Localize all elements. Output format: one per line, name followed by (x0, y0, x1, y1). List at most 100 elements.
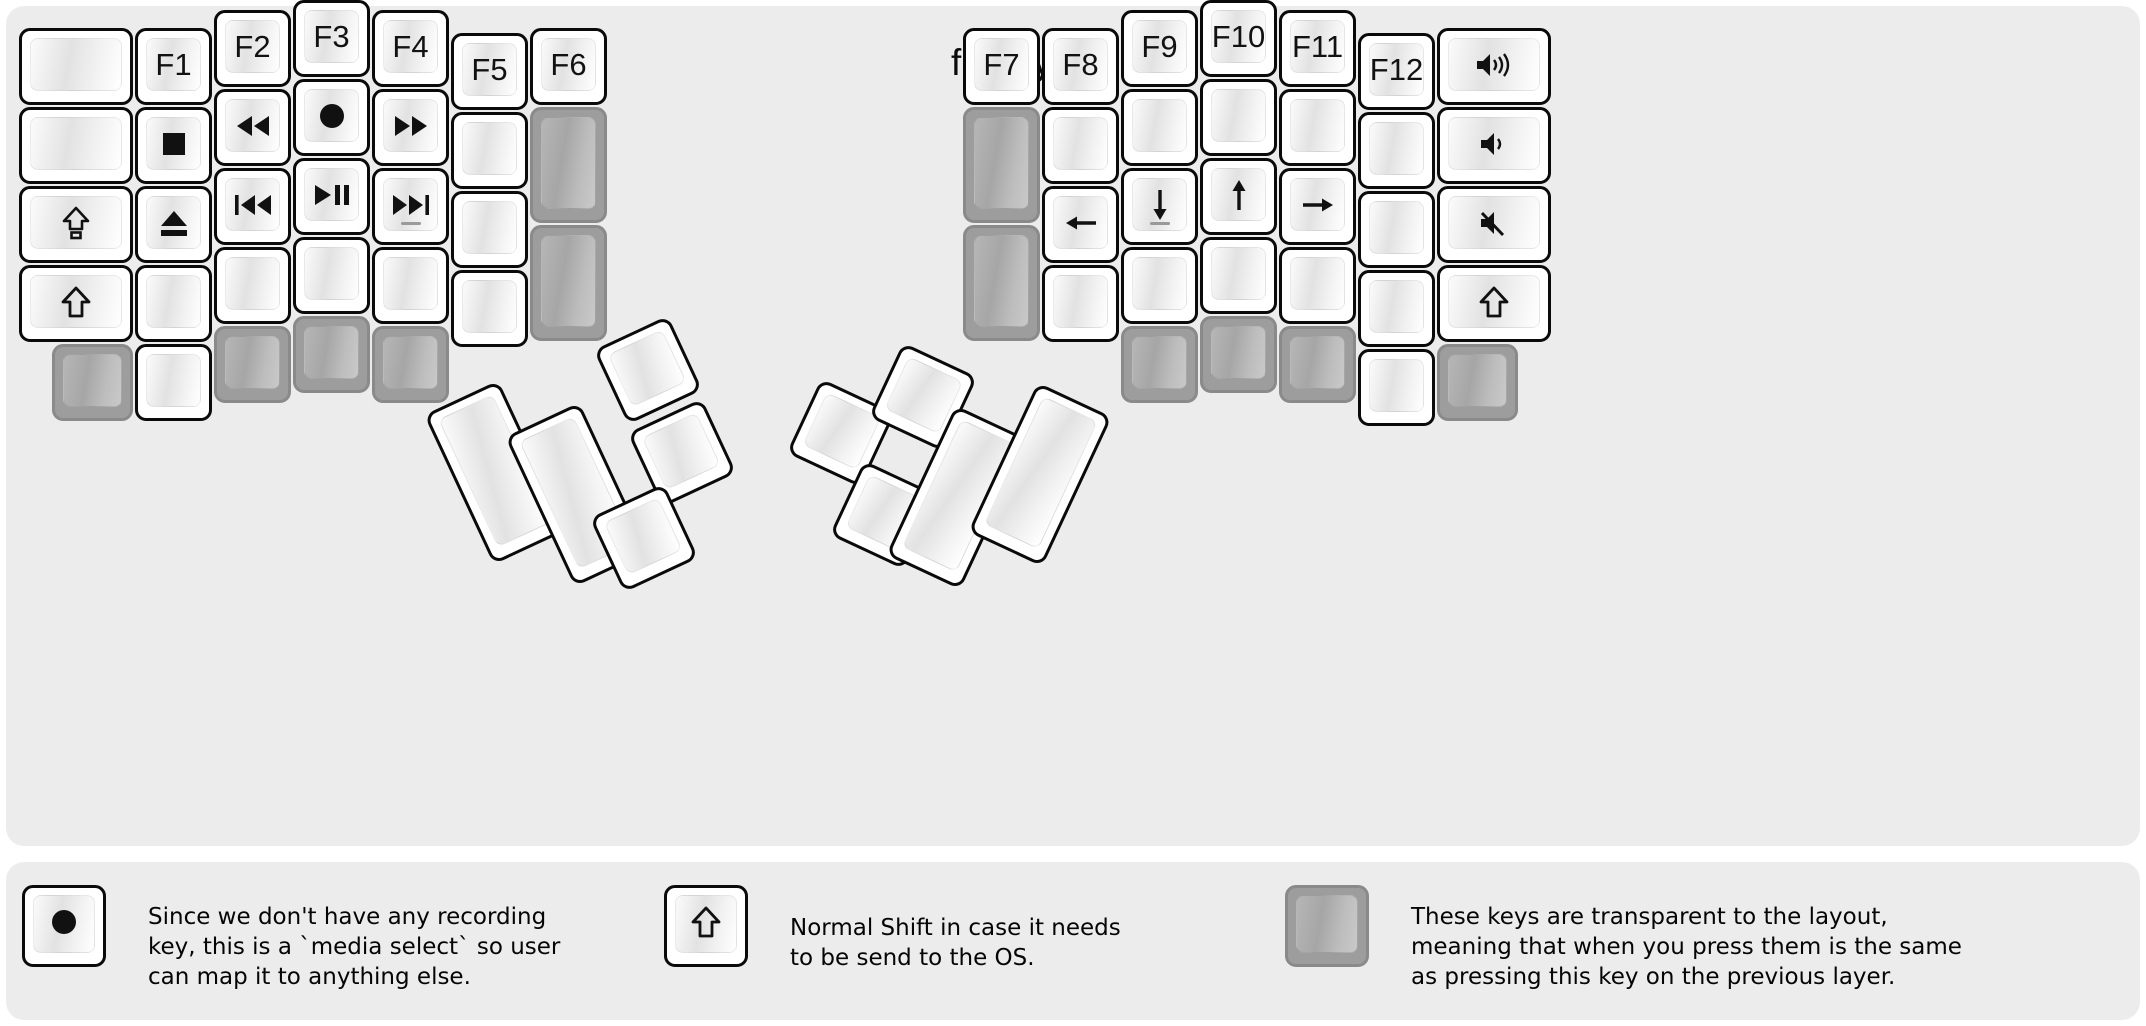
keycap-face: F11 (1290, 20, 1345, 73)
keycap-face (383, 99, 438, 152)
right-outer-key-1[interactable] (1437, 28, 1551, 105)
left-outer-key-2[interactable] (19, 107, 133, 184)
right-extra-key-2[interactable] (963, 107, 1040, 223)
keycap-face: F3 (304, 10, 359, 63)
right-outer-key-3[interactable] (1437, 186, 1551, 263)
f8-icon: F8 (1062, 47, 1099, 82)
right-middle-key-2[interactable] (1200, 79, 1277, 156)
f6-icon: F6 (550, 47, 587, 82)
f11-icon: F11 (1291, 29, 1344, 64)
left-outer-key-5[interactable] (52, 344, 133, 421)
right-outer-key-5[interactable] (1437, 344, 1518, 421)
right-inner-key-4[interactable] (1042, 265, 1119, 342)
right-middle-key-3[interactable] (1200, 158, 1277, 235)
keycap-face (1448, 117, 1540, 170)
left-ring-key-3[interactable] (214, 168, 291, 245)
right-ring-key-1[interactable]: F11 (1279, 10, 1356, 87)
left-pinky-key-2[interactable] (135, 107, 212, 184)
keycap-face (304, 89, 359, 142)
left-ring-key-1[interactable]: F2 (214, 10, 291, 87)
legend-description-1: Since we don't have any recording key, t… (148, 904, 561, 990)
right-middle-key-1[interactable]: F10 (1200, 0, 1277, 77)
right-inner-key-2[interactable] (1042, 107, 1119, 184)
right-outer-key-4[interactable] (1437, 265, 1551, 342)
keycap-face (462, 280, 517, 333)
right-ring-key-5[interactable] (1279, 326, 1356, 403)
arrow_up-icon (1228, 178, 1250, 212)
left-middle-key-2[interactable] (293, 79, 370, 156)
left-middle-key-1[interactable]: F3 (293, 0, 370, 77)
right-pinky-key-1[interactable]: F12 (1358, 33, 1435, 110)
keycap-face (1369, 201, 1424, 254)
right-inner-key-3[interactable] (1042, 186, 1119, 263)
prev_track-icon (233, 193, 273, 217)
right-extra-key-3[interactable] (963, 225, 1040, 341)
keycap-face (304, 326, 359, 379)
keycap-face (1369, 280, 1424, 333)
right-index-key-3[interactable] (1121, 168, 1198, 245)
right-pinky-key-5[interactable] (1358, 349, 1435, 426)
left-extra-key-2[interactable] (530, 107, 607, 223)
left-middle-key-3[interactable] (293, 158, 370, 235)
right-middle-key-5[interactable] (1200, 316, 1277, 393)
legend-swatch-key-2 (664, 885, 748, 967)
left-middle-key-4[interactable] (293, 237, 370, 314)
right-inner-key-1[interactable]: F8 (1042, 28, 1119, 105)
left-pinky-key-5[interactable] (135, 344, 212, 421)
left-inner-key-2[interactable] (451, 112, 528, 189)
keycap-face: F1 (146, 38, 201, 91)
keycap-face (462, 201, 517, 254)
right-pinky-key-2[interactable] (1358, 112, 1435, 189)
left-pinky-key-4[interactable] (135, 265, 212, 342)
keycap-face (1369, 122, 1424, 175)
left-index-key-4[interactable] (372, 247, 449, 324)
keycap-face (383, 178, 438, 231)
left-pinky-key-1[interactable]: F1 (135, 28, 212, 105)
right-pinky-key-3[interactable] (1358, 191, 1435, 268)
keycap-face (1448, 196, 1540, 249)
right-ring-key-3[interactable] (1279, 168, 1356, 245)
left-index-key-2[interactable] (372, 89, 449, 166)
shift-icon (61, 286, 91, 318)
right-middle-key-4[interactable] (1200, 237, 1277, 314)
left-ring-key-5[interactable] (214, 326, 291, 403)
f10-icon: F10 (1211, 19, 1266, 54)
stop-icon (161, 131, 187, 157)
right-pinky-key-4[interactable] (1358, 270, 1435, 347)
right-ring-key-4[interactable] (1279, 247, 1356, 324)
left-index-key-1[interactable]: F4 (372, 10, 449, 87)
keycap-face (30, 38, 122, 91)
keycap-face (1211, 326, 1266, 379)
right-outer-key-2[interactable] (1437, 107, 1551, 184)
left-outer-key-4[interactable] (19, 265, 133, 342)
keycap-face (462, 122, 517, 175)
left-inner-key-4[interactable] (451, 270, 528, 347)
keycap-face (1053, 117, 1108, 170)
left-inner-key-3[interactable] (451, 191, 528, 268)
right-index-key-1[interactable]: F9 (1121, 10, 1198, 87)
keycap-face (541, 117, 596, 209)
left-index-key-5[interactable] (372, 326, 449, 403)
f3-icon: F3 (313, 19, 350, 54)
right-extra-key-1[interactable]: F7 (963, 28, 1040, 105)
right-ring-key-2[interactable] (1279, 89, 1356, 166)
keycap-face (146, 117, 201, 170)
left-middle-key-5[interactable] (293, 316, 370, 393)
left-pinky-key-3[interactable] (135, 186, 212, 263)
left-outer-key-1[interactable] (19, 28, 133, 105)
left-ring-key-2[interactable] (214, 89, 291, 166)
left-outer-key-3[interactable] (19, 186, 133, 263)
right-index-key-2[interactable] (1121, 89, 1198, 166)
left-extra-key-3[interactable] (530, 225, 607, 341)
keycap-face (1132, 336, 1187, 389)
right-index-key-5[interactable] (1121, 326, 1198, 403)
left-inner-key-1[interactable]: F5 (451, 33, 528, 110)
keycap-face (1211, 247, 1266, 300)
keycap-face (1290, 99, 1345, 152)
left-index-key-3[interactable] (372, 168, 449, 245)
left-extra-key-1[interactable]: F6 (530, 28, 607, 105)
keycap-face (1448, 38, 1540, 91)
right-index-key-4[interactable] (1121, 247, 1198, 324)
left-ring-key-4[interactable] (214, 247, 291, 324)
keycap-face: F10 (1211, 10, 1266, 63)
